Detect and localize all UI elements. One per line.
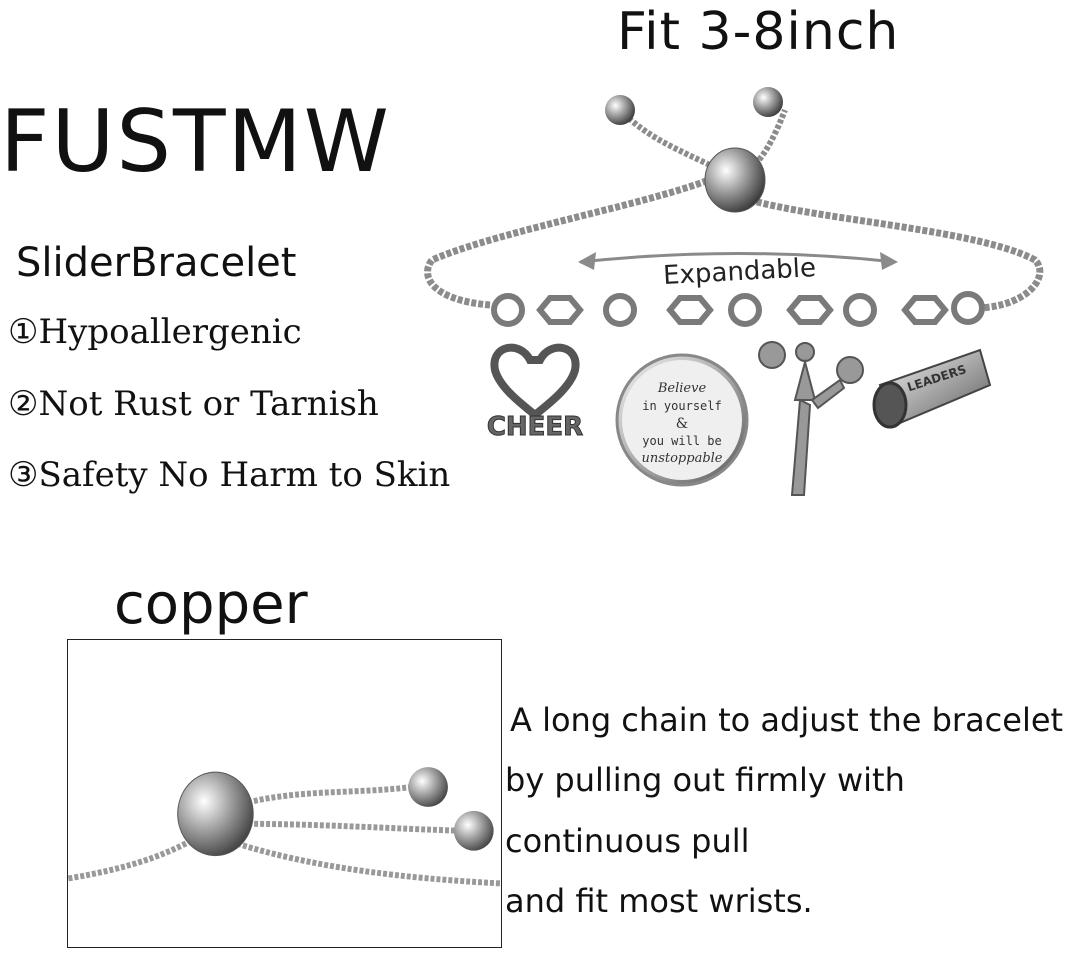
bracelet-image: Expandable CHEER Believe in yourself & y…	[424, 87, 1044, 496]
chain-end-ball-left	[605, 95, 635, 125]
feature-safety: ③Safety No Harm to Skin	[8, 455, 451, 495]
slider-closeup-image	[67, 639, 502, 948]
expandable-label: Expandable	[662, 253, 816, 291]
cheerleader-charm	[758, 341, 864, 496]
cheer-charm: CHEER	[486, 343, 584, 443]
brand-name: FUSTMW	[0, 92, 391, 192]
svg-text:in yourself: in yourself	[642, 399, 721, 413]
svg-text:you will be: you will be	[642, 434, 721, 448]
chain-end-ball-right	[753, 87, 783, 117]
charm-heart-text: CHEER	[487, 412, 583, 442]
description-line-4: and fit most wrists.	[505, 882, 813, 920]
quote-charm: Believe in yourself & you will be unstop…	[615, 353, 749, 487]
chain-end-ball-lower	[453, 810, 494, 851]
description-line-3: continuous pull	[505, 822, 750, 860]
description-line-2: by pulling out firmly with	[505, 761, 905, 799]
svg-text:Believe: Believe	[657, 381, 707, 396]
description-line-1: A long chain to adjust the bracelet	[510, 701, 1064, 739]
product-name: SliderBracelet	[16, 240, 297, 286]
megaphone-charm: LEADERS	[872, 348, 992, 429]
fit-size-label: Fit 3-8inch	[617, 2, 900, 62]
svg-text:unstoppable: unstoppable	[641, 451, 722, 466]
feature-hypoallergenic: ①Hypoallergenic	[8, 312, 302, 352]
chain-end-ball-upper	[408, 767, 448, 807]
svg-text:&: &	[676, 416, 688, 432]
variant-label: copper	[114, 572, 308, 637]
slider-bead	[704, 147, 766, 213]
feature-no-rust: ②Not Rust or Tarnish	[8, 384, 379, 424]
slider-bead-closeup	[177, 771, 254, 857]
